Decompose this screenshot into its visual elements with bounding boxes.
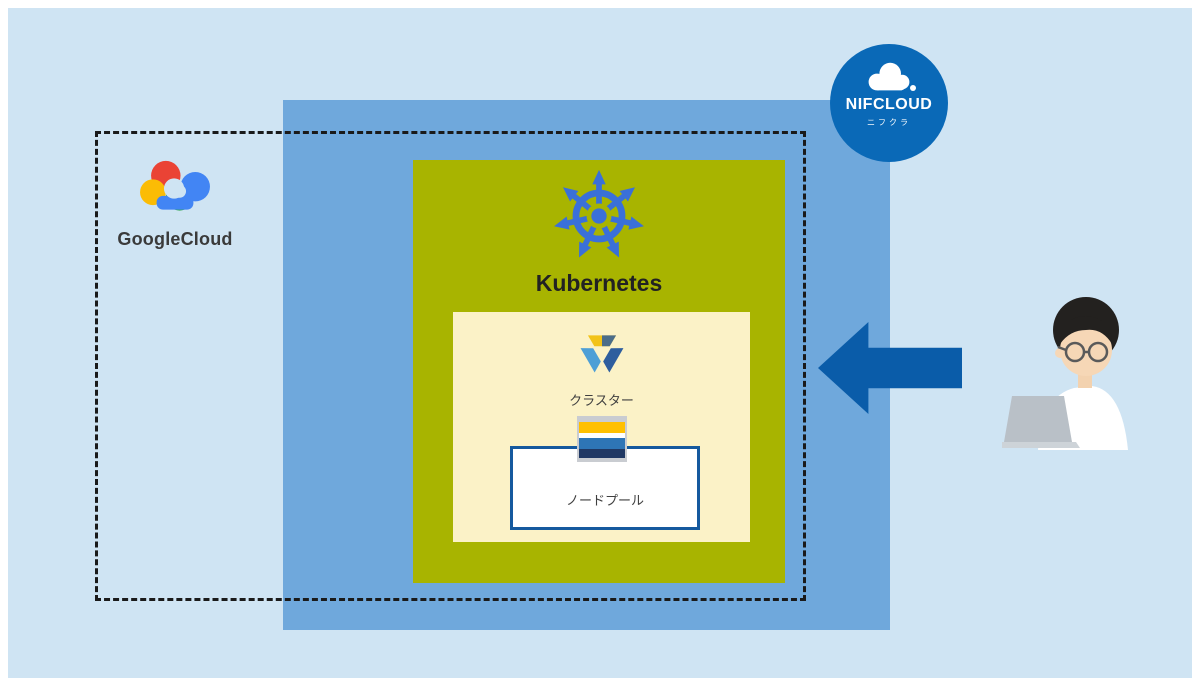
node-pool-icon-stripe (578, 449, 625, 458)
nifcloud-cloud-icon (868, 62, 916, 91)
node-pool-icon-stripe (578, 422, 625, 433)
kubernetes-wheel-icon (552, 169, 646, 261)
person-face (1060, 324, 1112, 376)
nifcloud-sub-label: ニフクラ (867, 118, 911, 127)
kubernetes-label: Kubernetes (535, 270, 663, 296)
cluster-icon (580, 335, 623, 373)
node-pool-icon-stripe (578, 416, 625, 422)
node-pool-label: ノードプール (565, 492, 644, 508)
google-cloud-block: GoogleCloud (100, 148, 250, 250)
gcp-boundary (95, 131, 806, 601)
google-cloud-icon (140, 160, 210, 211)
laptop-icon (1004, 396, 1072, 442)
person-illustration (1002, 297, 1128, 450)
glasses-icon (1057, 341, 1109, 363)
cluster-label: クラスター (569, 393, 634, 408)
node-pool-icon-stripe (578, 438, 625, 449)
node-pool-icon (576, 416, 627, 462)
kubernetes-panel: Kubernetes クラスター ノードプール (413, 160, 785, 583)
cluster-panel: クラスター ノードプール (453, 312, 750, 542)
node-pool-icon-stripe (578, 433, 625, 438)
person-ear (1055, 348, 1065, 358)
nifcloud-label: NIFCLOUD (845, 96, 933, 113)
google-cloud-label: GoogleCloud (117, 229, 233, 249)
laptop-base (1002, 442, 1080, 448)
person-fringe (1060, 316, 1112, 344)
nifcloud-badge: NIFCLOUD ニフクラ (830, 44, 948, 162)
